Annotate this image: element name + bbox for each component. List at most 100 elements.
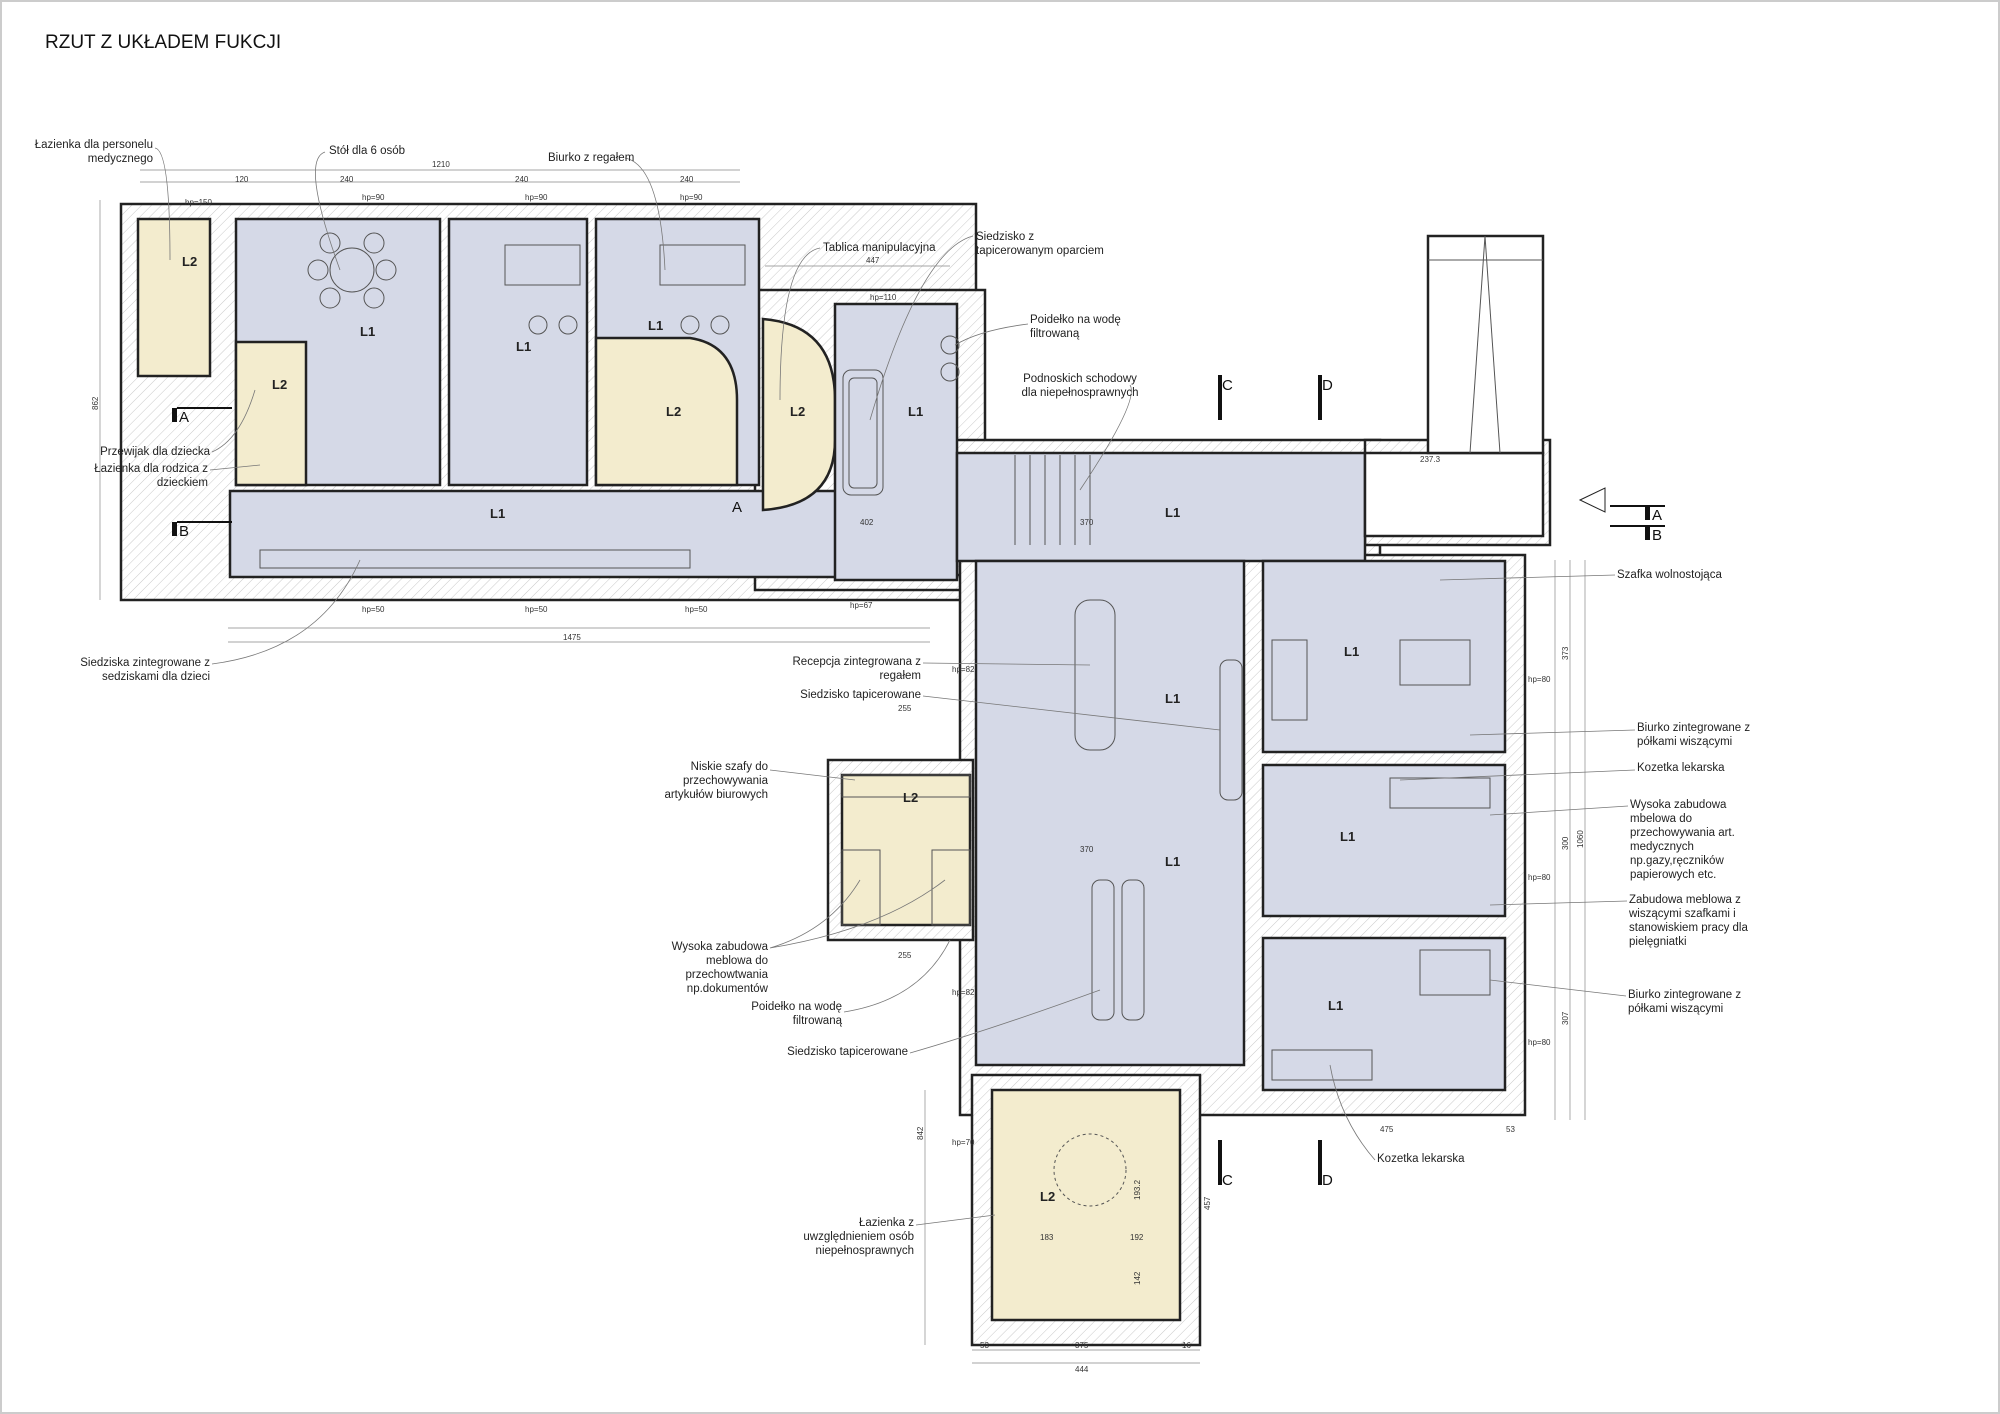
section-markers: A A B B C C D D (172, 375, 1665, 1189)
room-tag: L1 (1165, 505, 1180, 520)
room-stair-hall (833, 302, 959, 582)
dimension-label: 370 (1080, 845, 1094, 854)
annotation-upholstered-seat-1: Siedzisko tapicerowane (800, 689, 921, 701)
dimension-label: hp=80 (1528, 873, 1551, 882)
room-staff-bathroom (136, 217, 212, 378)
section-marker-c-top: C (1222, 377, 1233, 394)
annotation-desk-shelf: Biurko z regałem (548, 152, 634, 164)
dimension-label: hp=90 (680, 193, 703, 202)
dimension-label: 237.3 (1420, 455, 1441, 464)
dimension-label: hp=110 (870, 293, 897, 302)
room-office-3-play (594, 336, 739, 487)
section-marker-b-left: B (179, 523, 189, 540)
section-marker-a-left: A (179, 409, 189, 426)
dimension-label: 402 (860, 518, 874, 527)
couch-room-1 (1271, 639, 1308, 721)
hall-seat-lower-2 (1121, 879, 1145, 1021)
dimension-label: 240 (340, 175, 354, 184)
room-tags: L2 L1 L2 L1 L1 L2 L1 L2 L1 L1 L1 L1 L1 L… (182, 254, 1359, 1204)
room-accessible-bathroom (990, 1088, 1182, 1322)
corridor-marker: A (732, 499, 742, 516)
dimension-label: 1475 (563, 633, 581, 642)
stairwell-flight (1428, 235, 1543, 454)
upholstered-seat-2 (848, 377, 878, 489)
dimension-label: 475 (1380, 1125, 1394, 1134)
room-tag: L1 (516, 339, 531, 354)
dimension-label: 240 (680, 175, 694, 184)
room-doctor-2 (1261, 763, 1507, 918)
section-marker-d-top: D (1322, 377, 1333, 394)
dimension-label: 183 (1040, 1233, 1054, 1242)
dimension-label: hp=80 (1528, 1038, 1551, 1047)
dimension-label: 192 (1130, 1233, 1144, 1242)
room-tag: L1 (1165, 691, 1180, 706)
desk-office-2 (504, 244, 581, 286)
room-tag: L2 (903, 790, 918, 805)
dimension-label: hp=50 (362, 605, 385, 614)
annotation-freestanding-cabinet: Szafka wolnostojąca (1617, 569, 1722, 581)
dimension-label: 1060 (1576, 830, 1585, 848)
dimension-label: 1210 (432, 160, 450, 169)
section-marker-c-bottom: C (1222, 1172, 1233, 1189)
room-doctor-1 (1261, 559, 1507, 754)
dimension-label: 240 (515, 175, 529, 184)
dimension-label: 120 (235, 175, 249, 184)
entrance-arrow-icon (1578, 487, 1606, 513)
desk-room-3 (1419, 949, 1491, 996)
dimension-label: hp=90 (362, 193, 385, 202)
room-tag: L1 (1165, 854, 1180, 869)
room-tag: L1 (1344, 644, 1359, 659)
dimension-label: hp=50 (685, 605, 708, 614)
annotation-medical-couch-bottom: Kozetka lekarska (1377, 1153, 1465, 1165)
dimension-label: hp=90 (525, 193, 548, 202)
dimension-label: 53 (1506, 1125, 1515, 1134)
couch-room-3 (1271, 1049, 1373, 1081)
room-tag: L2 (182, 254, 197, 269)
water-fountain-2 (940, 362, 960, 382)
dimension-label: 307 (1561, 1011, 1570, 1025)
dimension-label: 447 (866, 256, 880, 265)
room-tag: L1 (908, 404, 923, 419)
dimensions: 1210 1475 447 444 375 53 16 1060 255 255… (91, 160, 1585, 1374)
dimension-label: 193.2 (1133, 1179, 1142, 1200)
reception-desk (1074, 599, 1116, 751)
room-main-corridor (955, 451, 1367, 563)
hall-seat-lower-1 (1091, 879, 1115, 1021)
page-title: RZUT Z UKŁADEM FUKCJI (45, 32, 281, 53)
dimension-lines (99, 169, 1586, 1364)
room-tag: L1 (648, 318, 663, 333)
room-hall (974, 559, 1246, 1067)
dimension-label: hp=70 (952, 1138, 975, 1147)
room-tag: L2 (272, 377, 287, 392)
dimension-label: 255 (898, 704, 912, 713)
room-tag: L1 (1328, 998, 1343, 1013)
dimension-label: hp=80 (1528, 675, 1551, 684)
rooms (136, 217, 1545, 1322)
room-tag: L2 (1040, 1189, 1055, 1204)
room-tag: L1 (490, 506, 505, 521)
annotation-table: Stół dla 6 osób (329, 145, 405, 157)
annotation-medical-couch-right: Kozetka lekarska (1637, 762, 1725, 774)
dimension-label: 300 (1561, 836, 1570, 850)
dimension-label: hp=82 (952, 988, 975, 997)
dimension-label: hp=67 (850, 601, 873, 610)
room-entrance (1363, 451, 1545, 538)
bench-children (259, 549, 691, 569)
desk-room-1 (1399, 639, 1471, 686)
water-fountain-1 (940, 335, 960, 355)
room-doctor-3 (1261, 936, 1507, 1092)
room-office-2 (447, 217, 589, 487)
dimension-label: 375 (1075, 1341, 1089, 1350)
stair-lift (1014, 455, 1091, 545)
